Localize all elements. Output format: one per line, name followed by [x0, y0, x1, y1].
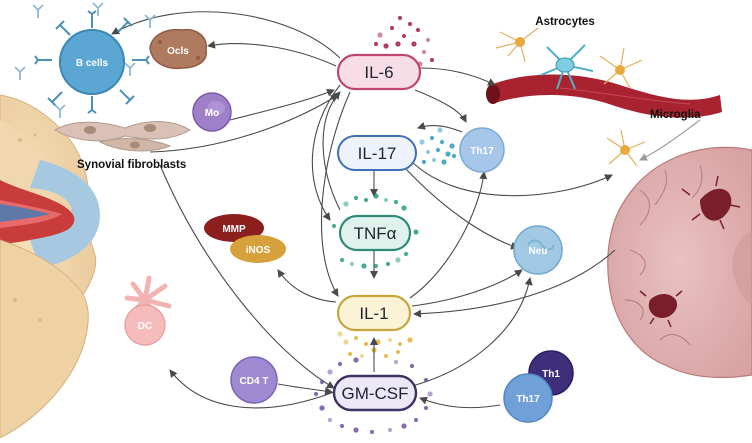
b-cells[interactable]: B cells [34, 10, 150, 114]
blood-vessel [486, 74, 722, 118]
brain-illustration [607, 146, 752, 379]
cd4t-cell[interactable]: CD4 T [230, 356, 278, 404]
inos-enzyme[interactable]: iNOS [230, 235, 286, 263]
microglia-label: Microglia [650, 109, 701, 121]
il6-label: IL-6 [364, 63, 393, 82]
tnfa-label: TNFα [354, 224, 397, 243]
microglia-label-group[interactable]: Microglia [650, 109, 701, 121]
inos-label: iNOS [246, 245, 271, 256]
mmp-label: MMP [222, 224, 246, 235]
th17-bottom-label: Th17 [516, 394, 540, 405]
monocyte-cell[interactable]: Mo [192, 92, 232, 132]
il17-label: IL-17 [358, 144, 397, 163]
synovial-fibroblasts-label: Synovial fibroblasts [77, 159, 186, 171]
dendritic-cell[interactable]: DC [124, 275, 172, 346]
il6-node[interactable]: IL-6 [336, 53, 422, 91]
il1-label: IL-1 [359, 304, 388, 323]
th1-label: Th1 [542, 369, 560, 380]
th17-cell-top[interactable]: Th17 [459, 127, 505, 173]
mmp-enzyme[interactable]: MMP [204, 214, 264, 242]
gmcsf-label: GM-CSF [341, 384, 408, 403]
cd4t-label: CD4 T [240, 376, 269, 387]
osteoclast-cell[interactable]: Ocls [149, 28, 207, 70]
dc-label: DC [138, 321, 152, 332]
gmcsf-node[interactable]: GM-CSF [332, 374, 418, 412]
cytokine-particles [313, 15, 465, 435]
ocls-label: Ocls [167, 46, 189, 57]
antibody-icons [14, 2, 156, 118]
tnfa-node[interactable]: TNFα [338, 214, 412, 252]
interaction-arrows [111, 11, 701, 409]
neutrophil-cell[interactable]: Neu [513, 225, 563, 275]
il17-node[interactable]: IL-17 [337, 135, 417, 171]
synovial-fibroblasts[interactable]: Synovial fibroblasts [54, 121, 191, 172]
b-cells-label: B cells [76, 58, 109, 69]
il1-node[interactable]: IL-1 [336, 294, 412, 332]
mo-label: Mo [205, 108, 219, 119]
th17-top-label: Th17 [470, 146, 494, 157]
neu-label: Neu [529, 246, 548, 257]
astrocyte-cells [495, 27, 646, 167]
joint-illustration [0, 94, 100, 439]
astrocytes-label: Astrocytes [535, 16, 594, 28]
th17-cell-bottom[interactable]: Th17 [503, 373, 553, 423]
